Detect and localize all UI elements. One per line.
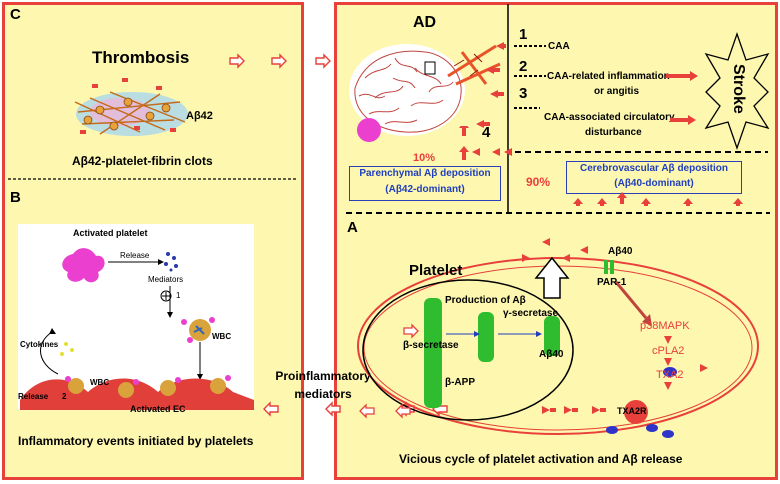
panel-label-ad: AD bbox=[413, 14, 437, 31]
parenchymal-line2: (Aβ42-dominant) bbox=[385, 184, 465, 195]
activated-platelet-label: Activated platelet bbox=[73, 228, 148, 238]
mediators-label: Mediators bbox=[148, 275, 184, 284]
wbc-top-label: WBC bbox=[212, 332, 232, 341]
ad-item-3-text-line2: disturbance bbox=[585, 127, 642, 138]
ab40-inner-label: Aβ40 bbox=[539, 349, 564, 360]
ad-item-4-num: 4 bbox=[482, 124, 491, 141]
arrows-thrombosis-to-ad bbox=[229, 53, 331, 69]
ad-item-2-num: 2 bbox=[519, 58, 528, 75]
bapp-label: β-APP bbox=[445, 377, 475, 388]
ad-item-3-text: CAA-associated circulatory bbox=[544, 112, 675, 123]
cascade-txa2: TXA2 bbox=[656, 369, 684, 381]
thrombosis-title: Thrombosis bbox=[92, 48, 190, 67]
cerebrovascular-box bbox=[566, 161, 742, 194]
proinflammatory-line2: mediators bbox=[294, 387, 352, 401]
par1-label: PAR-1 bbox=[597, 277, 627, 288]
gamma-secretase-label: γ-secretase bbox=[503, 308, 559, 319]
step-1-label: 1 bbox=[176, 291, 181, 300]
arrows-items-to-ad bbox=[476, 42, 506, 128]
ad-item-2-text: CAA-related inflammation bbox=[547, 71, 670, 82]
ad-item-2-text-line2: or angitis bbox=[594, 86, 640, 97]
ab40-top-label: Aβ40 bbox=[608, 246, 633, 257]
beta-secretase-label: β-secretase bbox=[403, 340, 459, 351]
pct-90: 90% bbox=[526, 175, 551, 189]
platelet-title: Platelet bbox=[409, 262, 463, 279]
platelet-cell bbox=[357, 238, 759, 438]
stroke-star-icon bbox=[704, 32, 770, 150]
ad-item-1-text: CAA bbox=[548, 41, 570, 52]
clot-ab42-label: Aβ42 bbox=[186, 110, 213, 122]
panel-letter-c: C bbox=[10, 6, 21, 23]
cytokines-label: Cytokines bbox=[20, 340, 59, 349]
cerebrovascular-line2: (Aβ40-dominant) bbox=[614, 178, 694, 189]
cascade-cpla2: cPLA2 bbox=[652, 345, 685, 357]
clot-illustration bbox=[74, 78, 188, 136]
txa2r-label: TXA2R bbox=[617, 406, 647, 416]
release-label: Release bbox=[120, 251, 150, 260]
parenchymal-line1: Parenchymal Aβ deposition bbox=[359, 168, 491, 179]
cascade-p38mapk: p38MAPK bbox=[640, 320, 690, 332]
step-2-label: 2 bbox=[62, 392, 67, 401]
brain-illustration bbox=[349, 44, 465, 142]
pct-10: 10% bbox=[413, 152, 436, 164]
stroke-label: Stroke bbox=[730, 64, 747, 114]
cerebrovascular-line1: Cerebrovascular Aβ deposition bbox=[580, 163, 728, 174]
platelet-caption: Vicious cycle of platelet activation and… bbox=[399, 452, 683, 466]
clot-caption: Aβ42-platelet-fibrin clots bbox=[72, 154, 213, 168]
production-label: Production of Aβ bbox=[445, 295, 526, 306]
inflammation-caption: Inflammatory events initiated by platele… bbox=[18, 434, 254, 448]
panel-letter-a: A bbox=[347, 219, 358, 236]
parenchymal-box bbox=[349, 166, 501, 201]
wbc-bottom-label: WBC bbox=[90, 378, 110, 387]
item-dashes bbox=[514, 45, 546, 109]
ad-item-1-num: 1 bbox=[519, 26, 528, 43]
inflammation-drawing bbox=[20, 248, 254, 410]
panel-letter-b: B bbox=[10, 189, 21, 206]
activated-ec-label: Activated EC bbox=[130, 404, 186, 414]
ad-item-3-num: 3 bbox=[519, 85, 528, 102]
ad-red-arrows bbox=[459, 126, 743, 206]
proinflammatory-line1: Proinflammatory bbox=[275, 369, 371, 383]
arrows-to-stroke bbox=[666, 71, 698, 125]
release-2-label: Release bbox=[18, 392, 49, 401]
